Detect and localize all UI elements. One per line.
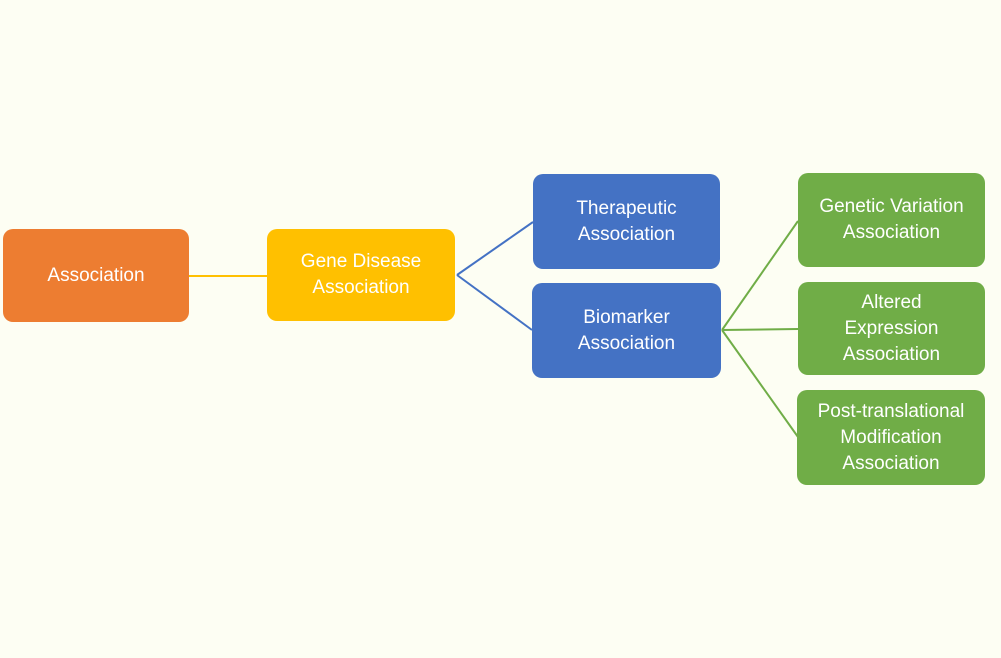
node-label: Therapeutic Association bbox=[576, 197, 677, 245]
node-label: Genetic Variation Association bbox=[819, 196, 964, 243]
node-therapeutic-association[interactable]: Therapeutic Association bbox=[533, 174, 720, 269]
node-label: Altered Expression Association bbox=[842, 291, 941, 365]
node-label: Gene Disease Association bbox=[300, 251, 422, 298]
node-post-translational-modification-association[interactable]: Post-translational Modification Associat… bbox=[797, 390, 985, 485]
node-genetic-variation-association[interactable]: Genetic Variation Association bbox=[798, 173, 985, 267]
node-label: Association bbox=[47, 264, 145, 286]
edge-gene-disease-therapeutic bbox=[456, 221, 534, 276]
node-label: Post-translational Modification Associat… bbox=[817, 400, 965, 474]
node-label: Biomarker Association bbox=[577, 306, 676, 354]
edge-biomarker-post-translational bbox=[721, 329, 799, 438]
edge-biomarker-altered-expression bbox=[721, 328, 799, 331]
edge-biomarker-genetic-variation bbox=[721, 220, 799, 331]
node-association[interactable]: Association bbox=[3, 229, 189, 322]
node-biomarker-association[interactable]: Biomarker Association bbox=[532, 283, 721, 378]
node-altered-expression-association[interactable]: Altered Expression Association bbox=[798, 282, 985, 375]
node-gene-disease-association[interactable]: Gene Disease Association bbox=[267, 229, 455, 321]
edge-gene-disease-biomarker bbox=[456, 274, 533, 331]
